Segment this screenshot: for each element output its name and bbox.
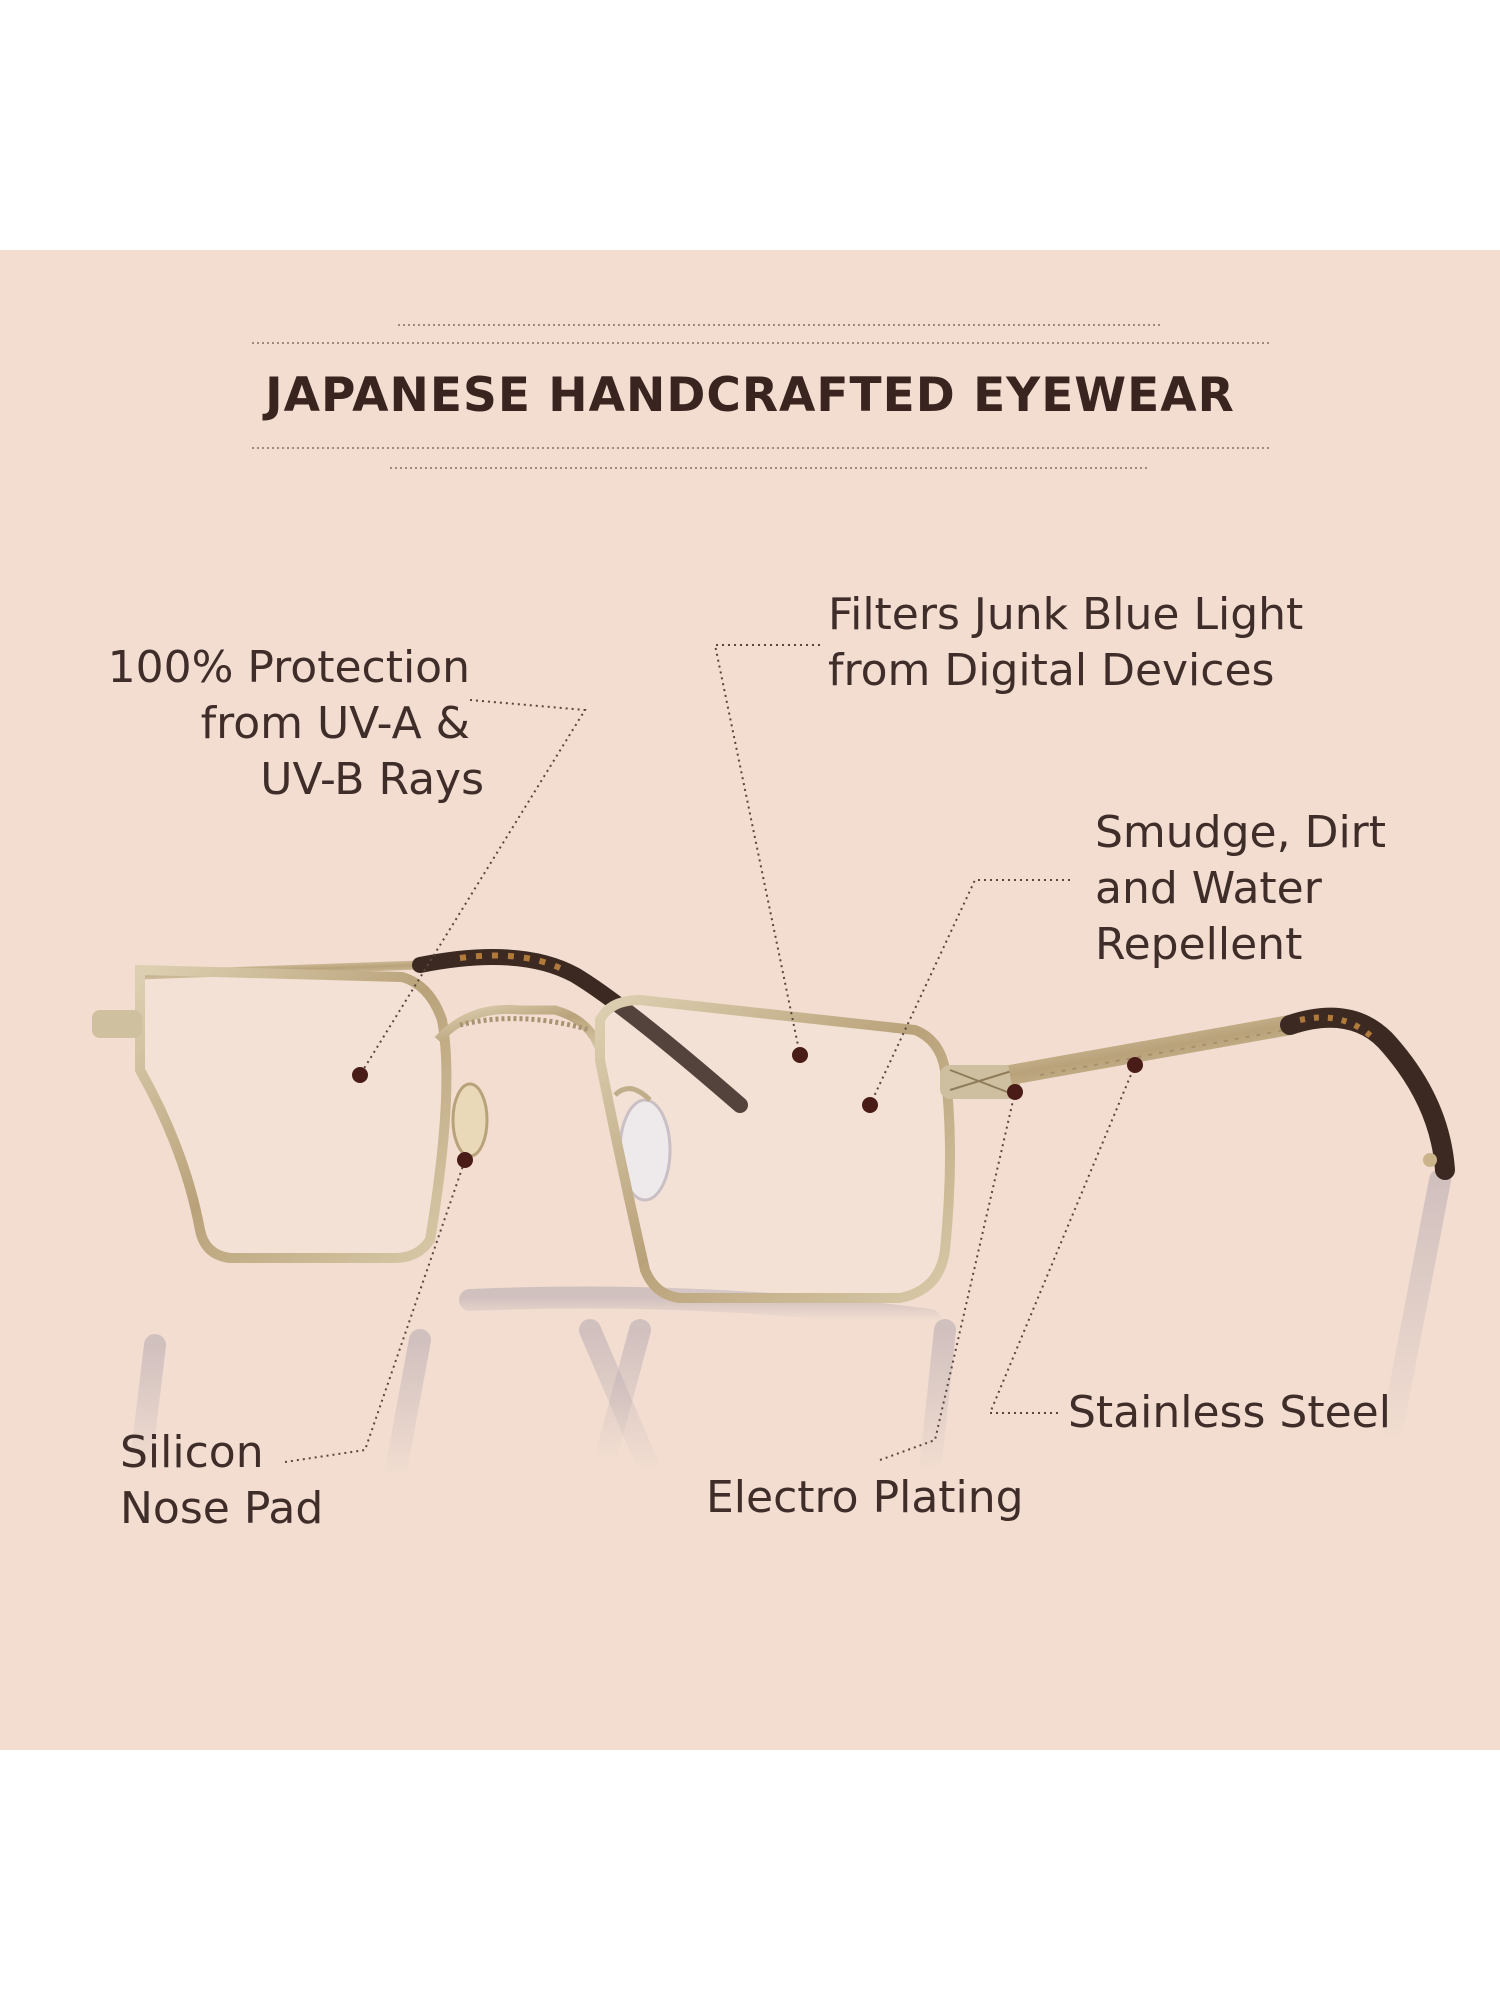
callout-blue-light: Filters Junk Blue Light from Digital Dev… [828, 589, 1304, 696]
page-title: JAPANESE HANDCRAFTED EYEWEAR [265, 368, 1235, 423]
callout-repellent: Smudge, Dirt and Water Repellent [1095, 807, 1387, 970]
dot-repellent [862, 1097, 878, 1113]
right-lens-frame [595, 994, 955, 1303]
dot-uv-protection [352, 1067, 368, 1083]
bridge [434, 1004, 605, 1052]
panel-background [0, 250, 1500, 1750]
callout-electro-plating: Electro Plating [706, 1472, 1024, 1523]
leader-lines [284, 644, 1136, 1463]
left-nose-pad [451, 1082, 489, 1158]
left-hinge [92, 1010, 142, 1038]
callout-dots [352, 1047, 1143, 1168]
callout-uv-protection: 100% Protection from UV-A & UV-B Rays [107, 642, 484, 805]
eyewear-illustration [0, 250, 1500, 1750]
right-temple [1008, 1015, 1292, 1085]
dot-electro-plating [1007, 1084, 1023, 1100]
dot-blue-light [792, 1047, 808, 1063]
callout-nose-pad: Silicon Nose Pad [120, 1427, 324, 1534]
dot-stainless-steel [1127, 1057, 1143, 1073]
left-lens-frame [135, 964, 452, 1263]
dot-nose-pad [457, 1152, 473, 1168]
callout-stainless-steel: Stainless Steel [1068, 1387, 1391, 1438]
feature-panel [0, 250, 1500, 1750]
title-rules [252, 324, 1272, 469]
right-temple-tip [1280, 1007, 1455, 1180]
